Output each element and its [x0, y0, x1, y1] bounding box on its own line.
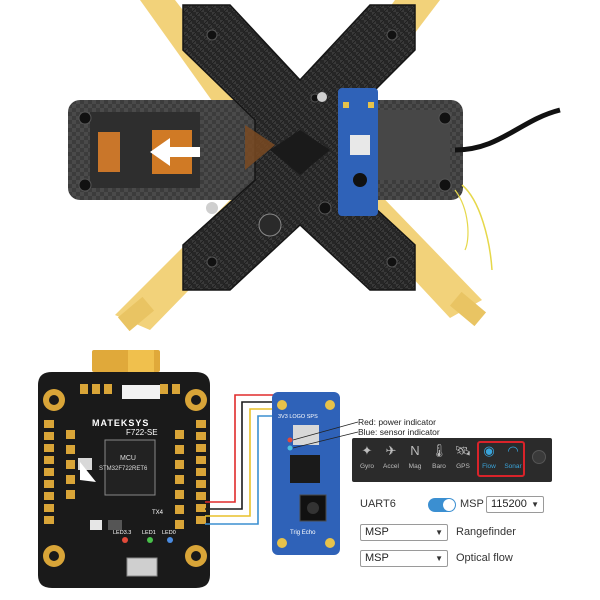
annotation-blue-sensor: Blue: sensor indicator	[358, 427, 440, 437]
chevron-down-icon: ▼	[435, 528, 443, 537]
baud-value: 115200	[491, 498, 527, 510]
flow-icon: ◉	[483, 443, 495, 458]
flow-sonar-highlight	[477, 441, 525, 477]
sensor-sonar: ◠ Sonar	[502, 440, 524, 478]
sensor-label: Gyro	[359, 463, 375, 470]
sensor-label: Sonar	[504, 463, 522, 470]
optical-flow-select[interactable]: MSP ▼	[360, 550, 448, 567]
chevron-down-icon: ▼	[531, 500, 539, 509]
frame-screws	[78, 29, 452, 268]
board-brand: MATEKSYS	[92, 418, 150, 428]
capacitor	[258, 213, 282, 237]
mcu-label: MCU	[120, 455, 136, 462]
uart-label: UART6	[360, 498, 396, 510]
sensor-label: Mag	[408, 463, 422, 470]
rangefinder-value: MSP	[365, 526, 389, 538]
annotation-red-power: Red: power indicator	[358, 417, 436, 427]
sensor-baro: 🌡 Baro	[428, 440, 450, 478]
sensor-bottom-label: Trig Echo	[290, 530, 316, 536]
sensor-label: Baro	[432, 463, 446, 470]
sensor-mag: N Mag	[404, 440, 426, 478]
rangefinder-label: Rangefinder	[456, 526, 516, 538]
led-label-led1: LED1	[142, 530, 156, 536]
sensor-label: Accel	[383, 463, 399, 470]
solder-pads	[44, 384, 206, 529]
sensor-gyro: ✦ Gyro	[356, 440, 378, 478]
baud-select[interactable]: 115200 ▼	[486, 496, 544, 513]
sonar-icon: ◠	[507, 443, 519, 458]
pad-tx4-label: TX4	[152, 510, 164, 516]
sensor-flow: ◉ Flow	[478, 440, 500, 478]
mcu-chip	[104, 439, 156, 496]
sensor-accel: ✈ Accel	[380, 440, 402, 478]
extra-indicator	[532, 450, 546, 464]
mcu-chip-label: STM32F722RET6	[99, 466, 148, 472]
config-panel: ✦ Gyro ✈ Accel N Mag 🌡 Baro 🛰 GPS ◉ Flow…	[352, 438, 552, 570]
drone-frame	[68, 0, 561, 332]
flow-sensor-board	[272, 392, 340, 555]
rangefinder-select[interactable]: MSP ▼	[360, 524, 448, 541]
gyro-icon: ✦	[361, 443, 373, 458]
uart-row: UART6 MSP 115200 ▼	[352, 494, 552, 516]
chevron-down-icon: ▼	[435, 554, 443, 563]
mounted-flow-sensor	[338, 88, 378, 216]
antenna-cable	[454, 107, 561, 153]
mateksys-logo	[80, 462, 96, 482]
flight-controller	[38, 350, 210, 588]
optical-flow-value: MSP	[365, 552, 389, 564]
msp-toggle[interactable]	[428, 498, 456, 512]
sensor-label: GPS	[456, 463, 470, 470]
mag-icon: N	[410, 443, 420, 458]
msp-toggle-label: MSP	[460, 498, 484, 510]
gps-icon: 🛰	[454, 443, 472, 458]
led-label-led0: LED0	[162, 530, 176, 536]
toggle-knob	[443, 499, 455, 511]
led-label-3v3: LED3.3	[113, 530, 132, 536]
forward-arrow	[150, 138, 200, 166]
usb-port	[126, 557, 158, 577]
optical-flow-label: Optical flow	[456, 552, 513, 564]
accel-icon: ✈	[385, 443, 397, 458]
sensor-top-label: 3V3 LOGO SPS	[278, 414, 318, 420]
baro-icon: 🌡	[430, 443, 448, 458]
sensor-gps: 🛰 GPS	[452, 440, 474, 478]
optical-flow-row: MSP ▼ Optical flow	[352, 548, 552, 570]
sensor-status-bar: ✦ Gyro ✈ Accel N Mag 🌡 Baro 🛰 GPS ◉ Flow…	[352, 438, 552, 482]
rangefinder-row: MSP ▼ Rangefinder	[352, 522, 552, 544]
board-model: F722-SE	[126, 428, 158, 437]
sensor-label: Flow	[482, 463, 496, 470]
